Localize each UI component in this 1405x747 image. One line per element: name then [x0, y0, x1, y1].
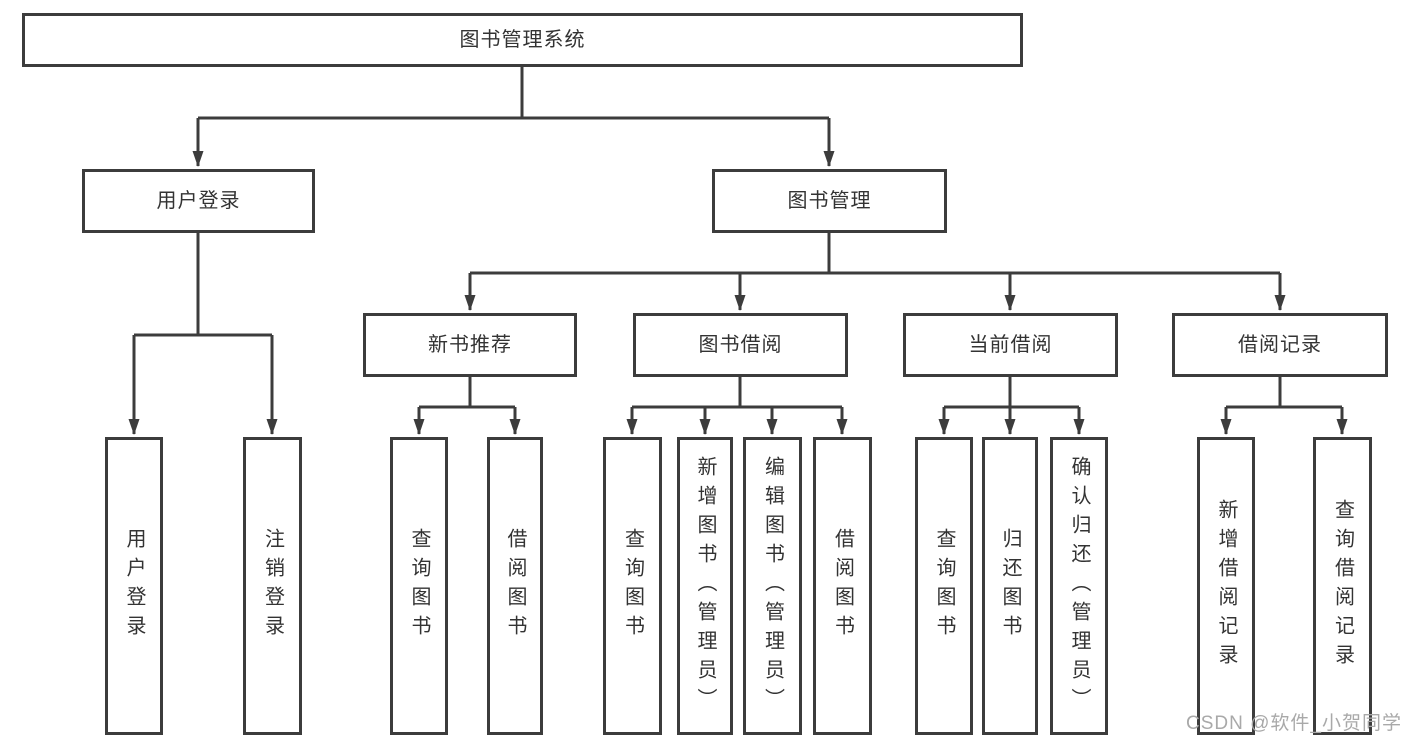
- leaf-edit-books-admin-label: 编辑图书（管理员）: [761, 455, 784, 717]
- leaf-borrow-books-borrowing: 借阅图书: [813, 437, 872, 735]
- leaf-confirm-return-admin: 确认归还（管理员）: [1050, 437, 1108, 735]
- leaf-user-login: 用户登录: [105, 437, 163, 735]
- node-book-borrowing: 图书借阅: [633, 313, 848, 377]
- leaf-logout-label: 注销登录: [261, 528, 284, 644]
- leaf-query-books-current: 查询图书: [915, 437, 973, 735]
- leaf-edit-books-admin: 编辑图书（管理员）: [743, 437, 802, 735]
- leaf-query-books-recommend-label: 查询图书: [408, 528, 430, 644]
- node-current-borrowing: 当前借阅: [903, 313, 1118, 377]
- leaf-query-books-recommend: 查询图书: [390, 437, 448, 735]
- leaf-confirm-return-admin-label: 确认归还（管理员）: [1068, 455, 1090, 717]
- leaf-return-books-label: 归还图书: [999, 528, 1021, 644]
- leaf-borrow-books-recommend: 借阅图书: [487, 437, 543, 735]
- leaf-logout: 注销登录: [243, 437, 302, 735]
- leaf-add-books-admin-label: 新增图书（管理员）: [694, 455, 716, 717]
- node-library-management-system: 图书管理系统: [22, 13, 1023, 67]
- leaf-query-borrow-record: 查询借阅记录: [1313, 437, 1372, 735]
- leaf-query-books-borrowing-label: 查询图书: [621, 528, 644, 644]
- node-user-login: 用户登录: [82, 169, 315, 233]
- leaf-query-borrow-record-label: 查询借阅记录: [1331, 499, 1354, 673]
- leaf-add-borrow-record-label: 新增借阅记录: [1215, 499, 1237, 673]
- leaf-add-books-admin: 新增图书（管理员）: [677, 437, 733, 735]
- leaf-add-borrow-record: 新增借阅记录: [1197, 437, 1255, 735]
- csdn-watermark: CSDN @软件_小贺同学: [1186, 713, 1402, 734]
- node-book-management: 图书管理: [712, 169, 947, 233]
- node-new-book-recommend: 新书推荐: [363, 313, 577, 377]
- leaf-borrow-books-borrowing-label: 借阅图书: [831, 528, 854, 644]
- leaf-query-books-borrowing: 查询图书: [603, 437, 662, 735]
- leaf-user-login-label: 用户登录: [123, 528, 145, 644]
- leaf-query-books-current-label: 查询图书: [933, 528, 955, 644]
- leaf-borrow-books-recommend-label: 借阅图书: [504, 528, 526, 644]
- connector-segments: [134, 67, 1342, 409]
- connector-arrows: [128, 118, 1348, 435]
- leaf-return-books: 归还图书: [982, 437, 1038, 735]
- node-borrowing-records: 借阅记录: [1172, 313, 1388, 377]
